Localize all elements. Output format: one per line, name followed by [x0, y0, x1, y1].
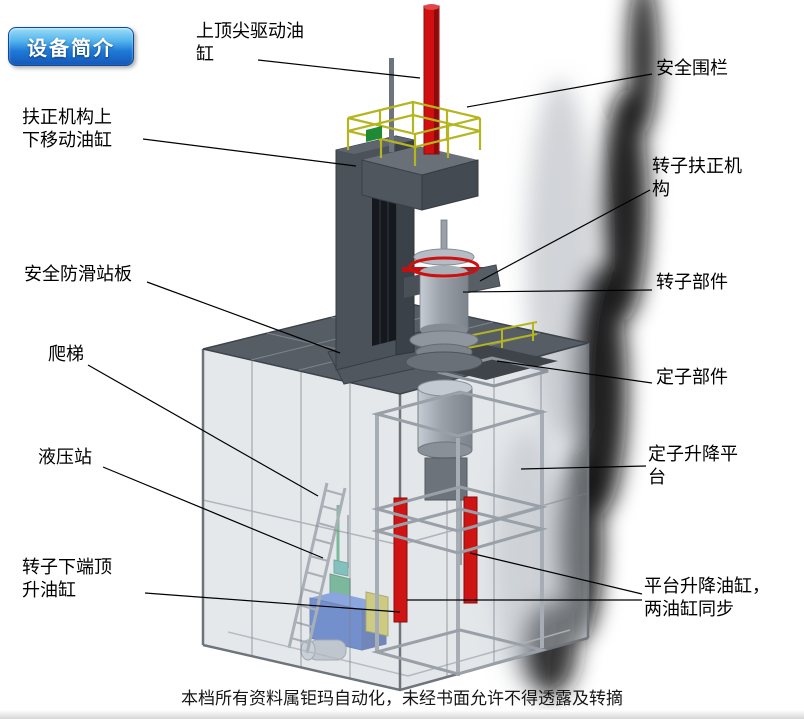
platform-lift-cylinder-left: [393, 497, 408, 623]
leader-rotor-centering: [479, 189, 651, 282]
leader-centering-cylinder: [142, 138, 357, 167]
machine-head: [361, 146, 479, 211]
leader-lines: [87, 59, 653, 613]
label-stator-component: 定子部件: [656, 367, 728, 387]
label-rotor-jack-cylinder: 转子下端顶升油缸: [22, 557, 112, 601]
leader-safety-fence: [466, 73, 653, 108]
leader-rotor-jack: [144, 592, 401, 613]
junction-box: [366, 126, 382, 142]
label-ladder: 爬梯: [48, 344, 84, 364]
label-hydraulic-station: 液压站: [38, 447, 92, 467]
rotor-assembly: [402, 219, 501, 373]
label-safety-fence: 安全围栏: [656, 58, 728, 78]
leader-stator-part: [496, 360, 653, 384]
label-top-tip-drive-cylinder: 上顶尖驱动油缸: [196, 21, 304, 65]
title-badge: 设备简介: [8, 27, 134, 66]
leader-rotor-part: [462, 289, 653, 293]
label-rotor-component: 转子部件: [656, 272, 728, 292]
safety-fence-railing: [346, 100, 482, 166]
stator-lift-cage: [371, 321, 549, 676]
stator-assembly: [417, 379, 473, 501]
leader-hydraulic: [102, 466, 324, 559]
leader-ladder: [87, 364, 319, 497]
label-rotor-centering-mechanism: 转子扶正机构: [652, 156, 742, 200]
leader-anti-slip: [146, 281, 341, 354]
leader-platform-cyl-1: [469, 552, 643, 595]
leader-stator-platform: [520, 465, 647, 470]
label-anti-slip-platform: 安全防滑站板: [24, 264, 132, 284]
label-platform-lift-cylinders: 平台升降油缸，两油缸同步: [644, 576, 770, 620]
label-stator-lift-platform: 定子升降平台: [648, 444, 738, 488]
bottom-strip: [0, 710, 804, 719]
footer-copyright: 本档所有资料属钜玛自动化，未经书面允许不得透露及转摘: [181, 689, 623, 708]
label-centering-cylinder: 扶正机构上下移动油缸: [22, 107, 112, 151]
top-drive-cylinder: [389, 4, 440, 155]
leader-top-tip-cylinder: [257, 59, 421, 79]
